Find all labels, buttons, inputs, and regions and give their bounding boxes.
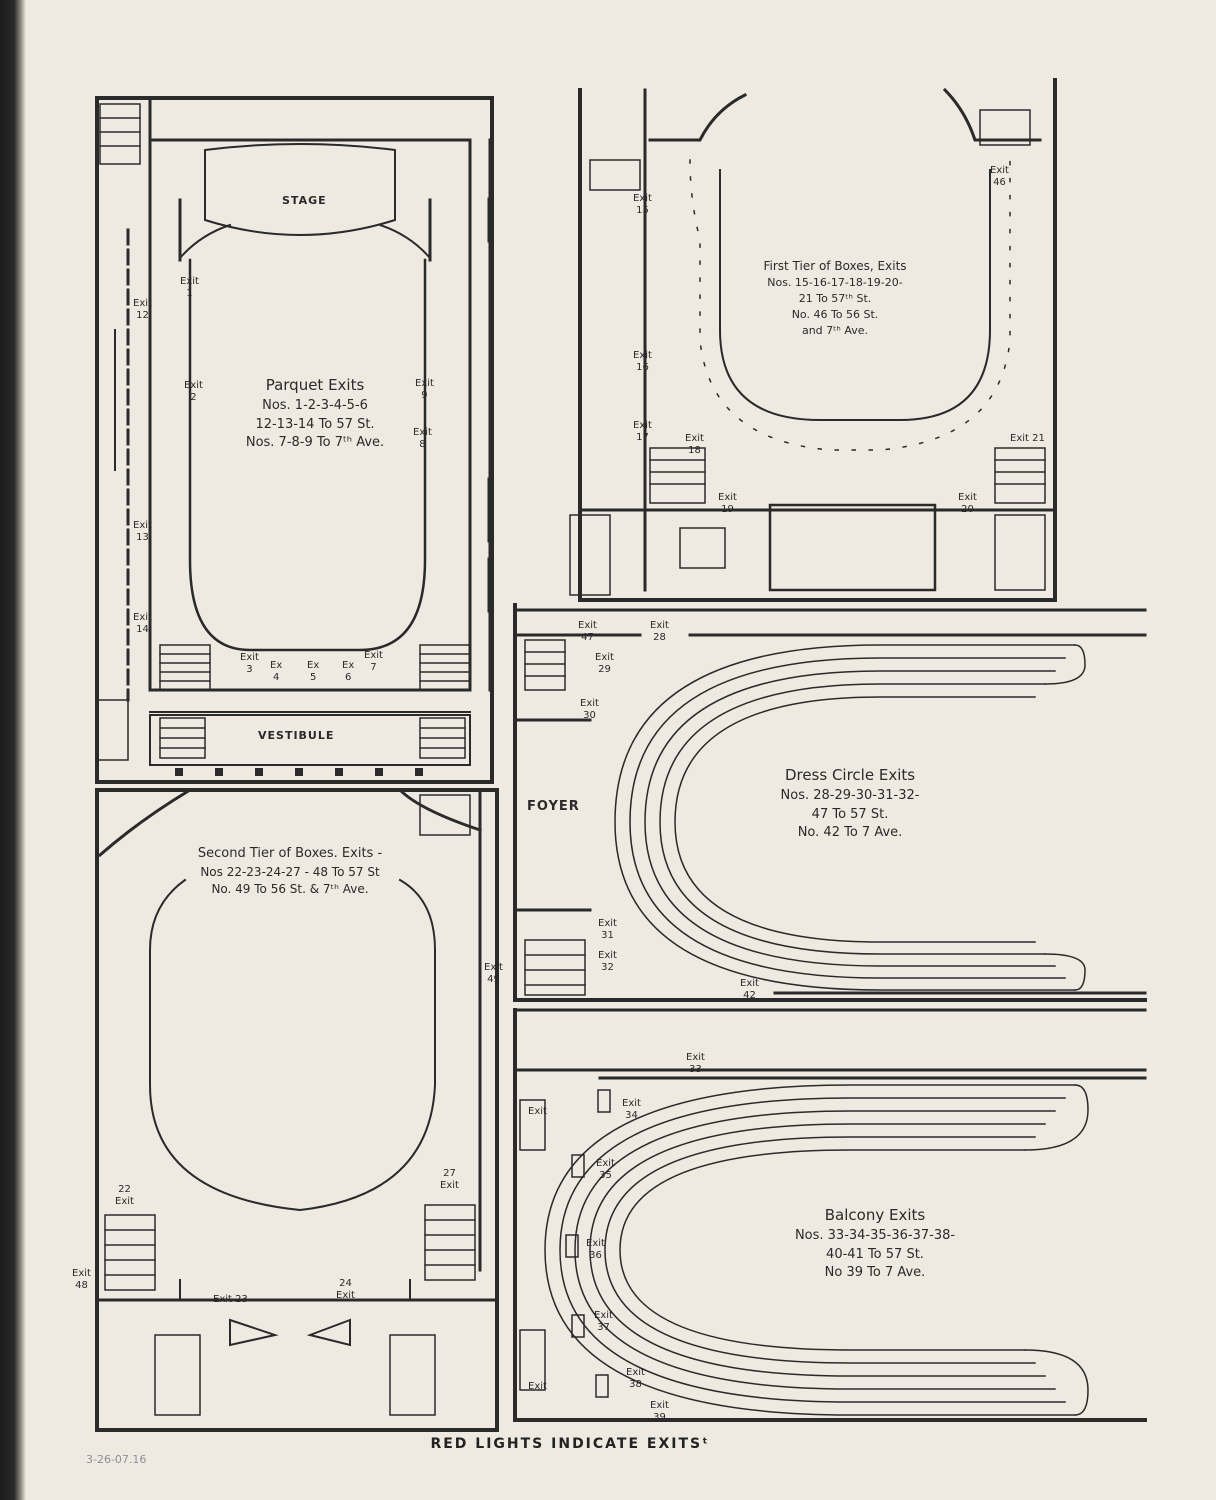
first-tier-plan xyxy=(569,78,1057,602)
exit-21-label: Exit 21 xyxy=(1010,433,1045,444)
first-tier-line-1: Nos. 15-16-17-18-19-20- xyxy=(767,276,903,290)
binding-strip xyxy=(0,0,26,1500)
balcony-line-1: Nos. 33-34-35-36-37-38- xyxy=(794,1227,956,1243)
exit-33-label: Exit 33 xyxy=(686,1052,705,1075)
dress-circle-plan xyxy=(513,603,1147,1002)
exit-39-label: Exit 39 xyxy=(650,1400,669,1423)
parquet-exits-block: Parquet Exits Nos. 1-2-3-4-5-6 12-13-14 … xyxy=(210,375,420,453)
vestibule-label: VESTIBULE xyxy=(258,729,335,742)
dress-circle-line-3: No. 42 To 7 Ave. xyxy=(797,825,903,841)
exit-balcony-top-label: Exit xyxy=(528,1106,547,1117)
dress-circle-title: Dress Circle Exits xyxy=(784,766,916,784)
exit-2-label: Exit 2 xyxy=(184,380,203,403)
exit-9-label: Exit 9 xyxy=(415,378,434,401)
exit-27-label: 27 Exit xyxy=(440,1168,459,1191)
exit-29-label: Exit 29 xyxy=(595,652,614,675)
exit-47-label: Exit 47 xyxy=(578,620,597,643)
second-tier-line-1: Nos 22-23-24-27 - 48 To 57 St xyxy=(200,864,380,879)
parquet-line-2: 12-13-14 To 57 St. xyxy=(255,416,375,432)
first-tier-line-4: and 7ᵗʰ Ave. xyxy=(801,324,869,338)
exit-balcony-bottom-label: Exit xyxy=(528,1381,547,1392)
exit-23-label: Exit 23 xyxy=(213,1294,248,1305)
stage-label: STAGE xyxy=(282,194,327,207)
first-tier-line-2: 21 To 57ᵗʰ St. xyxy=(798,292,872,306)
exit-4-label: Ex 4 xyxy=(270,660,283,683)
foyer-label: FOYER xyxy=(527,799,580,814)
dress-circle-line-1: Nos. 28-29-30-31-32- xyxy=(780,787,920,803)
exit-28-label: Exit 28 xyxy=(650,620,669,643)
balcony-line-3: No 39 To 7 Ave. xyxy=(824,1265,926,1281)
balcony-line-2: 40-41 To 57 St. xyxy=(826,1246,924,1262)
exit-46-label: Exit 46 xyxy=(990,165,1009,188)
exit-24-label: 24 Exit xyxy=(336,1278,355,1301)
parquet-title: Parquet Exits xyxy=(265,376,365,394)
exit-32-label: Exit 32 xyxy=(598,950,617,973)
exit-17-label: Exit 17 xyxy=(633,420,652,443)
exit-38-label: Exit 38 xyxy=(626,1367,645,1390)
exit-8-label: Exit 8 xyxy=(413,427,432,450)
exit-lights-notice: RED LIGHTS INDICATE EXITSᵗ xyxy=(430,1436,710,1452)
balcony-exits-block: Balcony Exits Nos. 33-34-35-36-37-38- 40… xyxy=(755,1205,995,1283)
exit-42-label: Exit 42 xyxy=(740,978,759,1001)
second-tier-title: Second Tier of Boxes. Exits - xyxy=(197,846,383,861)
dress-circle-line-2: 47 To 57 St. xyxy=(811,806,889,822)
exit-48-label: Exit 48 xyxy=(72,1268,91,1291)
exit-22-label: 22 Exit xyxy=(115,1184,134,1207)
dress-circle-exits-block: Dress Circle Exits Nos. 28-29-30-31-32- … xyxy=(730,765,970,843)
first-tier-exits-block: First Tier of Boxes, Exits Nos. 15-16-17… xyxy=(745,258,925,339)
exit-15-label: Exit 15 xyxy=(633,193,652,216)
exit-14-label: Exit 14 xyxy=(133,612,152,635)
exit-19-label: Exit 19 xyxy=(718,492,737,515)
balcony-title: Balcony Exits xyxy=(824,1206,926,1224)
exit-12-label: Exit 12 xyxy=(133,298,152,321)
exit-1-label: Exit 1 xyxy=(180,276,199,299)
parquet-line-3: Nos. 7-8-9 To 7ᵗʰ Ave. xyxy=(245,435,385,451)
second-tier-plan xyxy=(95,787,499,1432)
pencil-annotation: 3-26-07.16 xyxy=(86,1453,147,1466)
exit-37-label: Exit 37 xyxy=(594,1310,613,1333)
second-tier-line-2: No. 49 To 56 St. & 7ᵗʰ Ave. xyxy=(211,882,369,897)
exit-16-label: Exit 16 xyxy=(633,350,652,373)
parquet-plan xyxy=(95,96,494,784)
first-tier-title: First Tier of Boxes, Exits xyxy=(763,259,907,273)
exit-5-label: Ex 5 xyxy=(307,660,320,683)
exit-3-label: Exit 3 xyxy=(240,652,259,675)
exit-35-label: Exit 35 xyxy=(596,1158,615,1181)
second-tier-exits-block: Second Tier of Boxes. Exits - Nos 22-23-… xyxy=(155,845,425,899)
exit-30-label: Exit 30 xyxy=(580,698,599,721)
exit-13-label: Exit 13 xyxy=(133,520,152,543)
exit-18-label: Exit 18 xyxy=(685,433,704,456)
exit-34-label: Exit 34 xyxy=(622,1098,641,1121)
exit-6-label: Ex 6 xyxy=(342,660,355,683)
exit-36-label: Exit 36 xyxy=(586,1238,605,1261)
first-tier-line-3: No. 46 To 56 St. xyxy=(791,308,879,322)
exit-20-label: Exit 20 xyxy=(958,492,977,515)
balcony-plan xyxy=(513,1008,1147,1422)
exit-49-label: Exit 49 xyxy=(484,962,503,985)
parquet-line-1: Nos. 1-2-3-4-5-6 xyxy=(262,397,368,413)
exit-31-label: Exit 31 xyxy=(598,918,617,941)
exit-7-label: Exit 7 xyxy=(364,650,383,673)
